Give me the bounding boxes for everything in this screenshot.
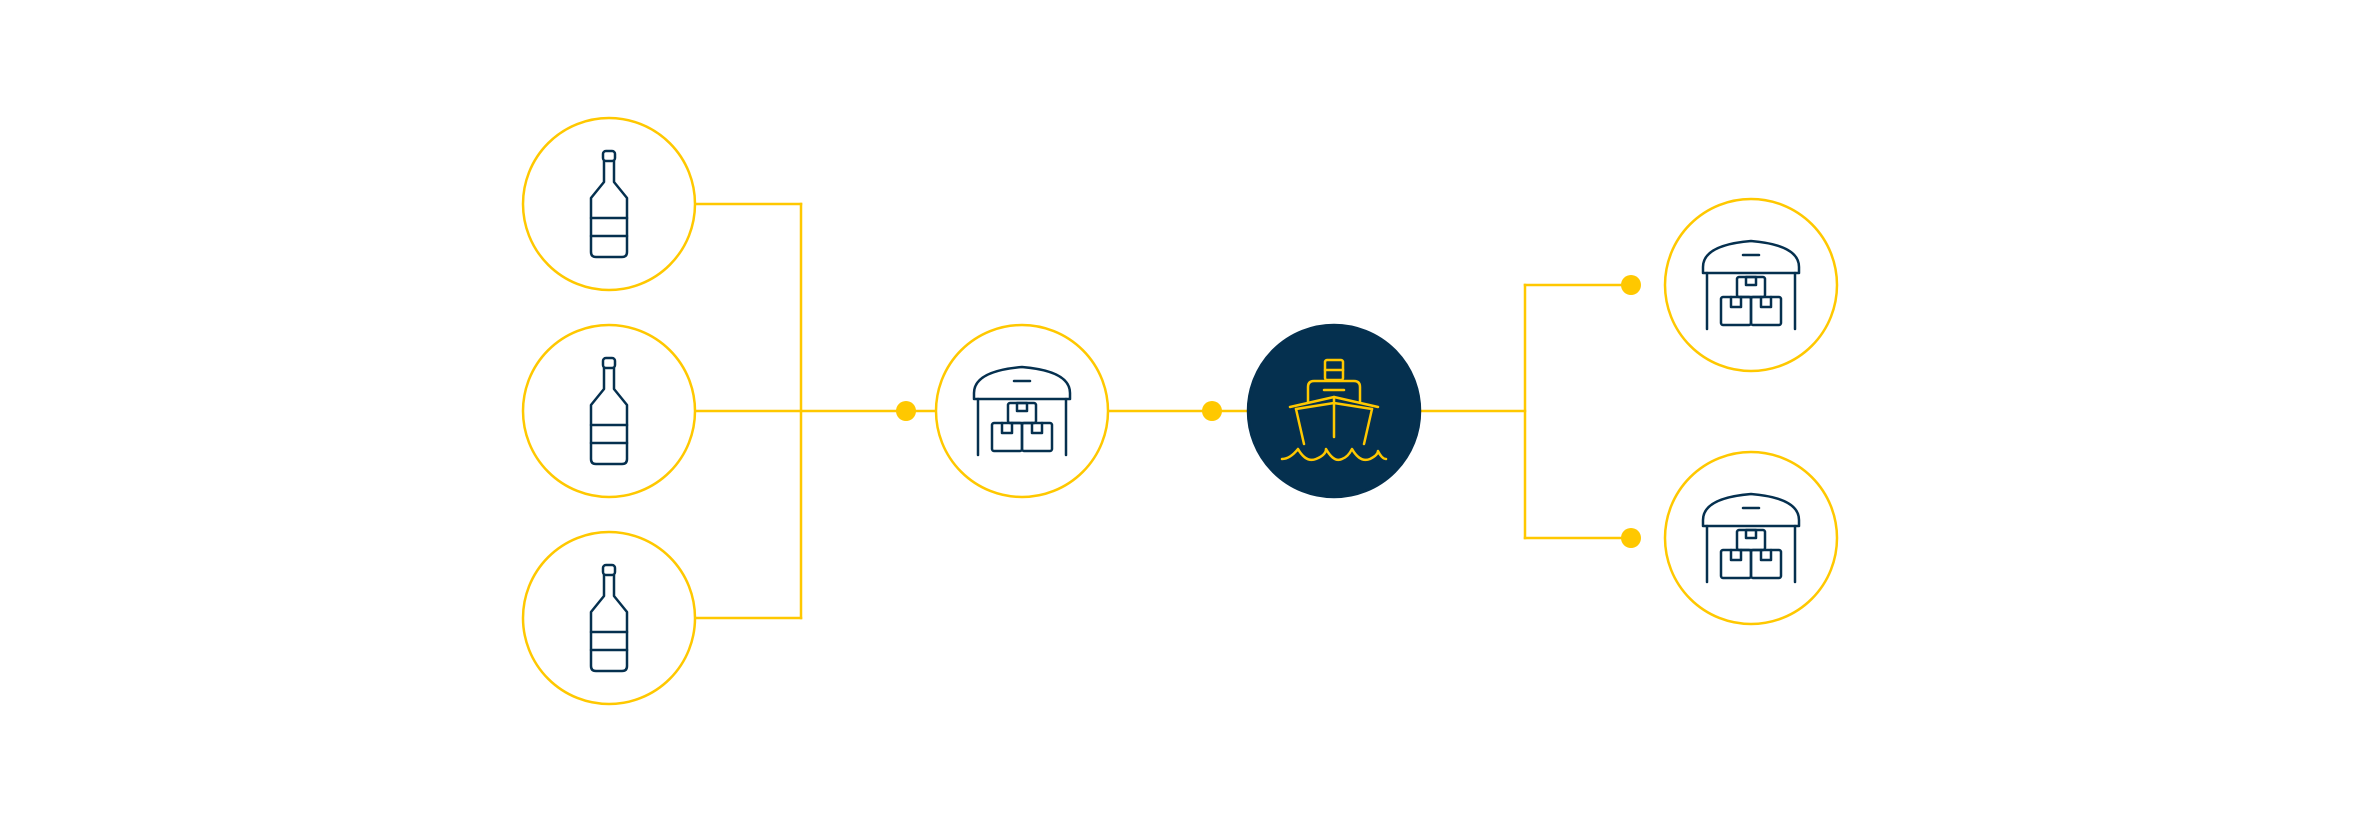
connector-lines xyxy=(693,202,1641,620)
node-warehouse-origin xyxy=(934,323,1110,499)
connector-dot xyxy=(1621,528,1641,548)
node-bottle-1 xyxy=(521,116,697,292)
nodes xyxy=(521,116,1839,706)
connector-dot xyxy=(1621,275,1641,295)
node-ship xyxy=(1246,323,1422,499)
connector-dot xyxy=(896,401,916,421)
node-circle xyxy=(521,116,697,292)
node-circle xyxy=(521,323,697,499)
node-warehouse-dest-2 xyxy=(1663,450,1839,626)
node-circle xyxy=(521,530,697,706)
node-warehouse-dest-1 xyxy=(1663,197,1839,373)
node-bottle-2 xyxy=(521,323,697,499)
connector-dot xyxy=(1202,401,1222,421)
node-bottle-3 xyxy=(521,530,697,706)
